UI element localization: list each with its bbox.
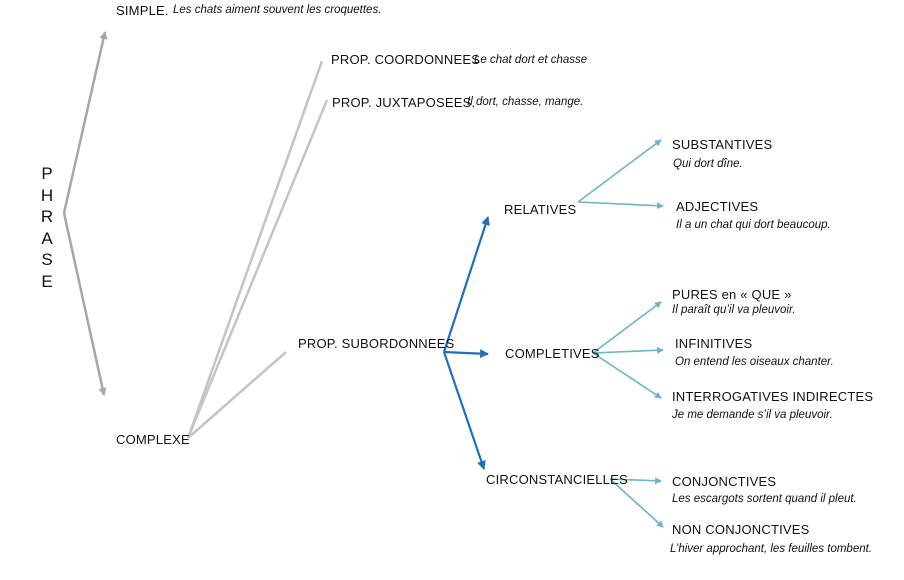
arrow-conjonctives: [609, 477, 662, 485]
line-subordonnees: [187, 351, 287, 439]
node-conjonctives-example: Les escargots sortent quand il pleut.: [672, 493, 857, 505]
node-pures-example: Il paraît qu’il va pleuvoir.: [672, 304, 796, 316]
node-conjonctives-label: CONJONCTIVES: [672, 474, 777, 489]
node-completives-label: COMPLETIVES: [505, 346, 600, 361]
root-phrase-label: P H R A S E: [39, 163, 55, 292]
line-coordonnees: [186, 60, 324, 439]
root-letter: A: [41, 228, 53, 248]
arrow-completives: [443, 349, 489, 359]
node-coordonnees-example: Le chat dort et chasse: [474, 54, 588, 66]
node-simple-example: Les chats aiment souvent les croquettes.: [173, 4, 382, 16]
root-letter: H: [40, 185, 54, 205]
node-relatives-label: RELATIVES: [504, 202, 577, 217]
arrow-non-conjonctives: [609, 478, 664, 528]
root-letter: E: [41, 271, 53, 291]
node-pures-label: PURES en « QUE »: [672, 287, 792, 302]
node-interrogatives-label: INTERROGATIVES INDIRECTES: [672, 389, 874, 404]
node-adjectives-example: Il a un chat qui dort beaucoup.: [676, 219, 831, 231]
root-letter: S: [41, 250, 53, 269]
node-interrogatives-example: Je me demande s’il va pleuvoir.: [672, 409, 833, 421]
node-non-conjonctives-example: L’hiver approchant, les feuilles tombent…: [670, 543, 873, 555]
node-substantives-label: SUBSTANTIVES: [672, 137, 773, 152]
arrow-simple: [62, 31, 108, 214]
node-adjectives-label: ADJECTIVES: [676, 199, 759, 214]
node-circonstancielles-label: CIRCONSTANCIELLES: [486, 472, 628, 487]
node-infinitives-label: INFINITIVES: [675, 336, 753, 351]
root-letter: R: [40, 207, 54, 226]
line-juxtaposees: [186, 99, 329, 439]
node-complexe-label: COMPLEXE: [116, 432, 190, 447]
node-substantives-example: Qui dort dîne.: [673, 158, 743, 170]
node-juxtaposees-example: Il dort, chasse, mange.: [467, 96, 584, 108]
node-juxtaposees-label: PROP. JUXTAPOSEES.: [332, 95, 476, 110]
arrow-infinitives: [592, 346, 664, 354]
arrow-relatives: [442, 216, 490, 353]
root-letter: P: [41, 164, 53, 183]
node-simple-label: SIMPLE.: [116, 3, 169, 18]
node-subordonnees-label: PROP. SUBORDONNEES: [298, 336, 455, 351]
node-infinitives-example: On entend les oiseaux chanter.: [675, 356, 834, 368]
arrow-complexe: [62, 212, 107, 396]
node-coordonnees-label: PROP. COORDONNEES: [331, 52, 481, 67]
arrow-circonstancielles: [442, 351, 486, 470]
arrow-pures: [592, 301, 662, 354]
arrow-substantives: [577, 139, 662, 203]
arrow-adjectives: [577, 201, 664, 210]
node-non-conjonctives-label: NON CONJONCTIVES: [672, 522, 810, 537]
arrow-interrogatives: [592, 352, 662, 399]
